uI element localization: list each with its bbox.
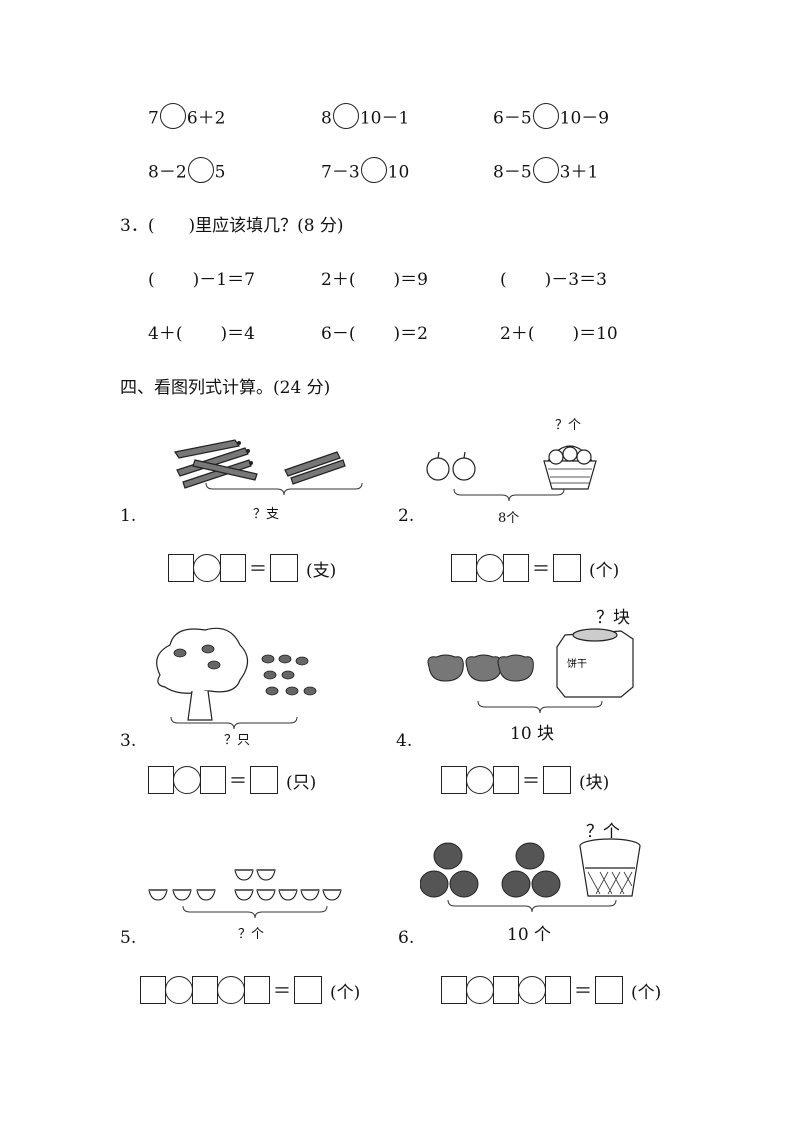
operator-circle[interactable] bbox=[173, 766, 201, 794]
answer-box[interactable] bbox=[441, 766, 467, 794]
problem-5-label: ？个 bbox=[238, 927, 265, 942]
bracket-4 bbox=[477, 700, 603, 714]
problem-1-label: ？支 bbox=[253, 507, 280, 522]
fill-item-2: 2＋()＝9 bbox=[321, 270, 428, 290]
section-3-title: 3．( )里应该填几？(8 分) bbox=[120, 216, 344, 236]
bracket-3 bbox=[170, 716, 298, 730]
problem-4-equation: ＝ (块) bbox=[441, 766, 609, 794]
operator-circle[interactable] bbox=[165, 976, 193, 1004]
answer-box[interactable] bbox=[545, 976, 571, 1004]
answer-box[interactable] bbox=[503, 554, 529, 582]
bracket-6 bbox=[447, 899, 617, 913]
watermelons-basket-illustration bbox=[420, 838, 641, 898]
bracket-2 bbox=[453, 488, 565, 502]
operator-circle[interactable] bbox=[193, 554, 221, 582]
compare-answer-circle[interactable] bbox=[159, 102, 186, 129]
answer-box[interactable] bbox=[192, 976, 218, 1004]
answer-box[interactable] bbox=[543, 766, 571, 794]
fill-item-3: ()－3＝3 bbox=[500, 270, 607, 290]
answer-box[interactable] bbox=[553, 554, 581, 582]
problem-2-top-label: ？个 bbox=[555, 418, 582, 433]
operator-circle[interactable] bbox=[476, 554, 504, 582]
answer-box[interactable] bbox=[168, 554, 194, 582]
bracket-5 bbox=[182, 905, 328, 919]
problem-3-number: 3. bbox=[120, 731, 137, 751]
operator-circle[interactable] bbox=[466, 766, 494, 794]
compare-answer-circle[interactable] bbox=[360, 156, 387, 183]
problem-2-equation: ＝ (个) bbox=[451, 554, 619, 582]
answer-box[interactable] bbox=[441, 976, 467, 1004]
answer-box[interactable] bbox=[270, 554, 298, 582]
problem-2-number: 2. bbox=[398, 506, 415, 526]
tree-birds-illustration bbox=[156, 627, 317, 721]
fill-item-5: 6－()＝2 bbox=[321, 324, 428, 344]
compare-answer-circle[interactable] bbox=[532, 102, 559, 129]
pencils-illustration bbox=[174, 439, 346, 489]
answer-box[interactable] bbox=[140, 976, 166, 1004]
answer-box[interactable] bbox=[200, 766, 226, 794]
compare-answer-circle[interactable] bbox=[532, 156, 559, 183]
problem-6-equation: ＝ (个) bbox=[441, 976, 661, 1004]
problem-5-number: 5. bbox=[120, 928, 137, 948]
operator-circle[interactable] bbox=[518, 976, 546, 1004]
operator-circle[interactable] bbox=[217, 976, 245, 1004]
problem-6-top-label: ？个 bbox=[586, 822, 620, 842]
problem-4-top-label: ？块 bbox=[596, 608, 630, 628]
problem-1-equation: ＝ (支) bbox=[168, 554, 336, 582]
biscuits-tin-illustration: 饼干 bbox=[427, 628, 634, 698]
problem-6-label: 10 个 bbox=[507, 925, 552, 945]
answer-box[interactable] bbox=[493, 976, 519, 1004]
answer-box[interactable] bbox=[220, 554, 246, 582]
bracket-1 bbox=[205, 482, 363, 496]
problem-1-number: 1. bbox=[120, 506, 137, 526]
bowls-illustration bbox=[148, 869, 342, 901]
apples-basket-illustration bbox=[426, 445, 597, 490]
answer-box[interactable] bbox=[493, 766, 519, 794]
problem-4-label: 10 块 bbox=[510, 724, 555, 744]
compare-answer-circle[interactable] bbox=[332, 102, 359, 129]
fill-item-1: ()－1＝7 bbox=[148, 270, 255, 290]
problem-5-equation: ＝ (个) bbox=[140, 976, 360, 1004]
fill-item-6: 2＋()＝10 bbox=[500, 324, 618, 344]
operator-circle[interactable] bbox=[466, 976, 494, 1004]
answer-box[interactable] bbox=[294, 976, 322, 1004]
answer-box[interactable] bbox=[244, 976, 270, 1004]
answer-box[interactable] bbox=[595, 976, 623, 1004]
answer-box[interactable] bbox=[451, 554, 477, 582]
answer-box[interactable] bbox=[250, 766, 278, 794]
biscuit-tin-label: 饼干 bbox=[567, 657, 587, 670]
compare-answer-circle[interactable] bbox=[187, 156, 214, 183]
section-4-title: 四、看图列式计算。(24 分) bbox=[120, 378, 331, 398]
problem-2-label: 8个 bbox=[498, 511, 520, 526]
problem-3-label: ？只 bbox=[224, 733, 251, 748]
fill-item-4: 4＋()＝4 bbox=[148, 324, 255, 344]
problem-6-number: 6. bbox=[398, 928, 415, 948]
answer-box[interactable] bbox=[148, 766, 174, 794]
problem-4-number: 4. bbox=[396, 731, 413, 751]
problem-3-equation: ＝ (只) bbox=[148, 766, 316, 794]
